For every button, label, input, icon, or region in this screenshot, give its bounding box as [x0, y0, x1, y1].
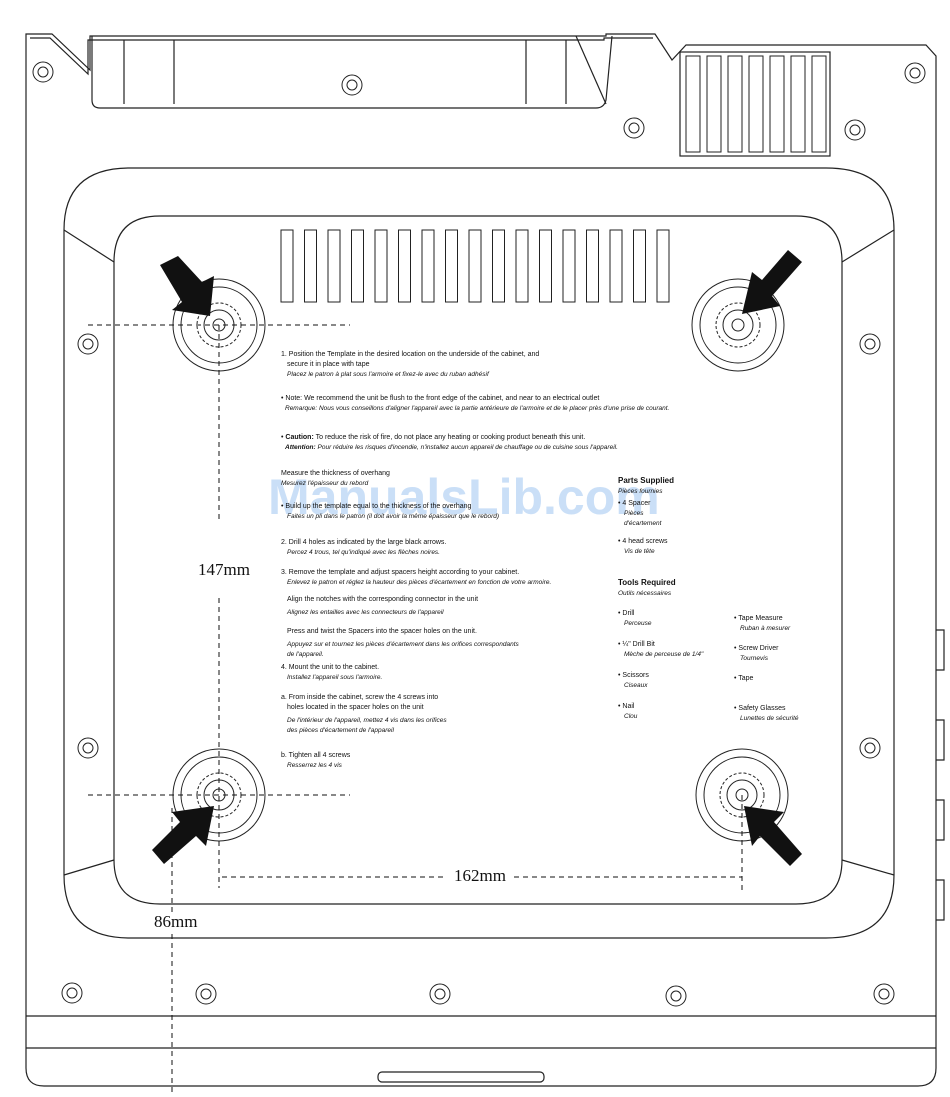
tool-name: • Tape Measure — [734, 615, 783, 622]
screw — [873, 983, 895, 1005]
vent-slot — [421, 229, 435, 303]
screw — [61, 982, 83, 1004]
press-step: Press and twist the Spacers into the spa… — [287, 628, 519, 658]
dimension-147mm: 147mm — [196, 560, 252, 580]
step-a: a. From inside the cabinet, screw the 4 … — [281, 694, 447, 734]
screw — [341, 74, 363, 96]
vent-slot — [727, 55, 743, 153]
vent-slot — [586, 229, 599, 303]
screw — [904, 62, 926, 84]
vent-slot — [706, 55, 722, 153]
caution: • Caution: To reduce the risk of fire, d… — [281, 434, 618, 451]
spacer-hole — [691, 278, 785, 372]
screw — [859, 333, 881, 355]
screw — [77, 737, 99, 759]
step-b: b. Tighten all 4 screws Resserrez les 4 … — [281, 752, 351, 769]
vent-slot — [748, 55, 764, 153]
vent-slot — [656, 229, 670, 303]
vent-slot — [769, 55, 785, 153]
vent-slot — [445, 229, 458, 303]
arrow-bottom-left — [152, 806, 214, 864]
screw — [623, 117, 645, 139]
vent-slot — [374, 229, 388, 303]
arrow-top-right — [742, 250, 802, 314]
vent-slot — [398, 229, 411, 303]
tool-name: • Drill — [618, 610, 635, 617]
tool-name-fr: Ciseaux — [624, 682, 648, 689]
unit-outline — [25, 33, 937, 1087]
screw — [859, 737, 881, 759]
tool-name-fr: Perceuse — [624, 620, 652, 627]
step-1: 1. Position the Template in the desired … — [281, 351, 540, 378]
vent-slot — [327, 229, 341, 303]
vent-slot — [562, 229, 576, 303]
tool-name: • Safety Glasses — [734, 705, 786, 712]
tool-name: • ¼" Drill Bit — [618, 641, 655, 648]
top-tray — [91, 35, 613, 109]
vent-slot — [685, 55, 701, 153]
build-step: • Build up the template equal to the thi… — [281, 503, 500, 520]
top-vent — [679, 51, 831, 157]
vent-slot — [468, 229, 482, 303]
screw — [77, 333, 99, 355]
note: • Note: We recommend the unit be flush t… — [281, 395, 670, 412]
dimension-86mm: 86mm — [152, 912, 200, 932]
vent-slot — [351, 229, 364, 303]
tool-name: • Tape — [734, 675, 754, 682]
vent-slot — [492, 229, 505, 303]
screw — [195, 983, 217, 1005]
tool-name-fr: Lunettes de sécurité — [740, 715, 799, 722]
tool-name-fr: Clou — [624, 713, 638, 720]
step-3: 3. Remove the template and adjust spacer… — [281, 569, 552, 586]
arrow-top-left — [160, 256, 214, 316]
vent-slot — [280, 229, 294, 303]
measure-step: Measure the thickness of overhang Mesure… — [281, 470, 390, 487]
screw — [32, 61, 54, 83]
vent-slot — [304, 229, 317, 303]
vent-slot — [539, 229, 552, 303]
step-4: 4. Mount the unit to the cabinet. Instal… — [281, 664, 383, 681]
vent-slot — [515, 229, 529, 303]
tool-name-fr: Ruban à mesurer — [740, 625, 791, 632]
arrow-bottom-right — [744, 806, 802, 866]
vent-slot — [633, 229, 646, 303]
vent-slot — [811, 55, 827, 153]
parts-supplied: Parts Supplied Pièces fournies • 4 Space… — [618, 476, 675, 555]
vent-slot — [609, 229, 623, 303]
vent-slot — [790, 55, 806, 153]
tool-name-fr: Mèche de perceuse de 1/4" — [624, 651, 704, 658]
screw — [844, 119, 866, 141]
watermark: ManualsLib.com — [268, 469, 660, 525]
dimension-162mm: 162mm — [452, 866, 508, 886]
step-2: 2. Drill 4 holes as indicated by the lar… — [281, 539, 447, 556]
tool-name: • Scissors — [618, 672, 649, 679]
tools-required: Tools Required Outils nécessaires — [618, 578, 676, 597]
tool-name: • Screw Driver — [734, 645, 779, 652]
screw — [429, 983, 451, 1005]
tool-name: • Nail — [618, 703, 635, 710]
align-step: Align the notches with the corresponding… — [287, 596, 479, 616]
tool-name-fr: Tournevis — [740, 655, 768, 662]
tool-item: • Tape — [734, 674, 753, 684]
screw — [665, 985, 687, 1007]
